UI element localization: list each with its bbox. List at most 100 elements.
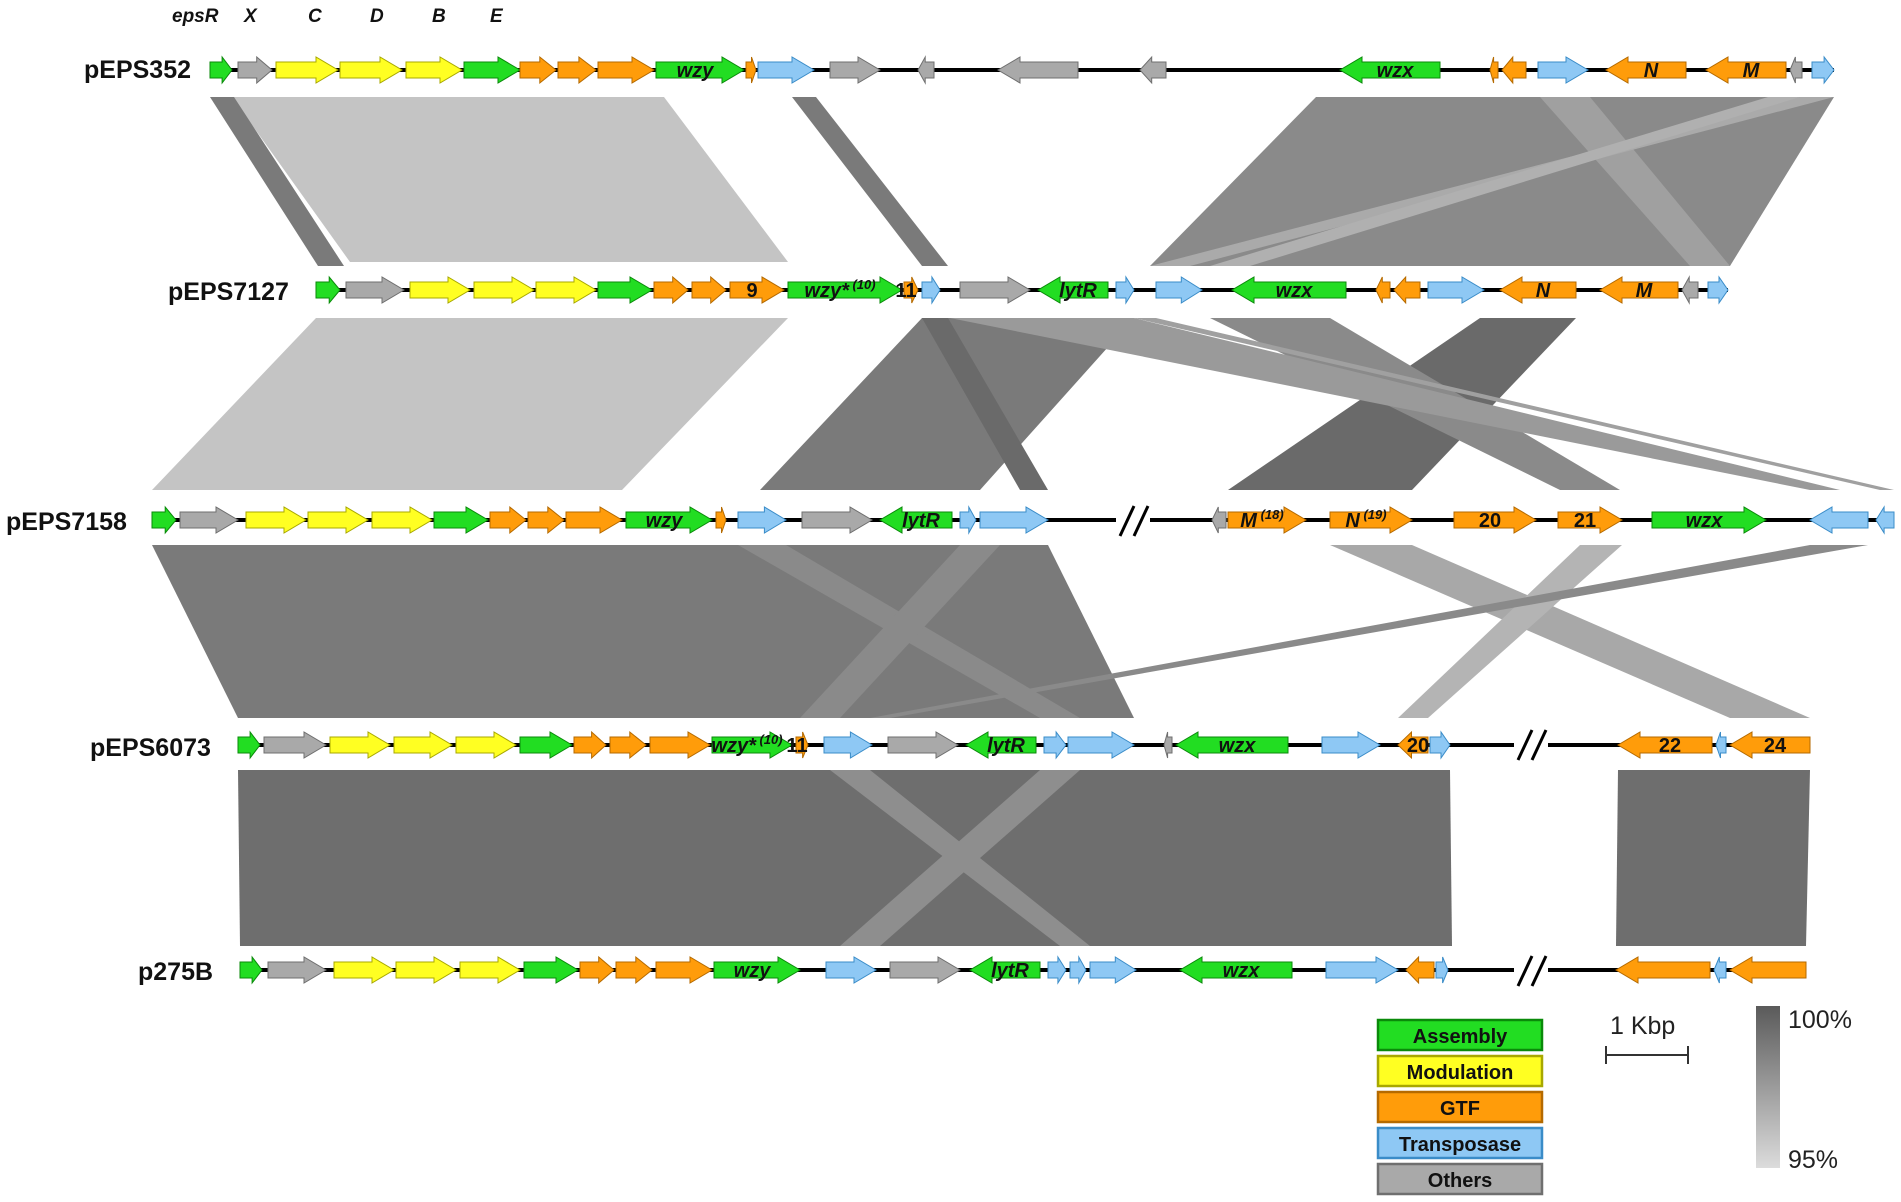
gene-arrow-others: [829, 56, 881, 84]
gene-arrow-gtf: [615, 955, 653, 985]
legend-swatch-gtf: [1376, 1090, 1544, 1124]
gene-arrow-gtf: [565, 506, 623, 534]
gene-label: 24: [1764, 735, 1787, 757]
gene-arrow-gtf: [1393, 275, 1421, 305]
gene-arrow-others: [267, 956, 327, 984]
identity-max-label: 100%: [1788, 1006, 1852, 1034]
gene-arrow-gtf: [745, 56, 757, 84]
gene-arrow-others: [345, 276, 405, 304]
gene-arrow-gtf: [1729, 731, 1811, 759]
similarity-ribbon: [152, 545, 1134, 718]
plasmid-label: p275B: [138, 958, 213, 986]
gene-arrow-assembly: [1651, 506, 1767, 534]
gene-label: M: [1743, 60, 1761, 82]
gene-arrow-gtf: [795, 731, 809, 759]
plasmid-label: pEPS6073: [90, 734, 211, 762]
legend-swatch-transposase: [1376, 1126, 1544, 1160]
gene-arrow-gtf: [597, 56, 655, 84]
gene-arrow-others: [263, 731, 327, 759]
legend-swatch-modulation: [1376, 1054, 1544, 1088]
gene-arrow-gtf: [655, 956, 713, 984]
gene-arrow-assembly: [1231, 276, 1347, 304]
gene-arrow-transposase: [1715, 731, 1727, 759]
gene-arrow-assembly: [239, 955, 263, 985]
gene-arrow-gtf: [691, 275, 727, 305]
plasmid-labels: pEPS352 pEPS7127 pEPS7158 pEPS6073 p275B: [6, 56, 289, 986]
gene-arrow-modulation: [275, 56, 339, 84]
gene-arrow-gtf: [1405, 955, 1435, 985]
similarity-ribbon: [1134, 318, 1894, 490]
top-gene-label: E: [490, 6, 504, 27]
gene-arrow-others: [237, 55, 273, 85]
gene-arrow-assembly: [523, 956, 579, 984]
similarity-ribbon: [152, 318, 788, 490]
gene-arrow-transposase: [823, 731, 873, 759]
gene-arrow-gtf: [729, 276, 785, 304]
similarity-ribbon: [792, 97, 948, 266]
gene-arrow-others: [179, 506, 239, 534]
similarity-ribbon: [238, 770, 1452, 946]
gene-arrow-others: [801, 506, 873, 534]
gene-arrow-gtf: [1501, 55, 1527, 85]
plasmid-label: pEPS7127: [168, 278, 289, 306]
gene-arrow-gtf: [715, 506, 727, 534]
gene-arrow-assembly: [151, 505, 177, 535]
gene-arrow-gtf: [653, 275, 689, 305]
gene-arrow-transposase: [1155, 276, 1203, 304]
gene-arrow-gtf: [1615, 956, 1711, 984]
gene-arrow-transposase: [1811, 55, 1835, 85]
gene-label: wzx: [1219, 735, 1257, 757]
gene-arrow-transposase: [1713, 956, 1727, 984]
gene-arrow-assembly: [711, 731, 793, 759]
gene-label: 21: [1574, 510, 1596, 532]
gene-arrow-transposase: [959, 505, 977, 535]
gene-arrow-gtf: [1499, 276, 1577, 304]
gene-arrow-transposase: [979, 506, 1049, 534]
similarity-ribbon: [1540, 97, 1730, 266]
gene-arrow-gtf: [1617, 731, 1713, 759]
gene-label: 20: [1479, 510, 1501, 532]
gene-arrow-transposase: [921, 275, 941, 305]
gene-label: 11: [895, 280, 916, 302]
similarity-ribbon: [232, 97, 788, 262]
gene-arrow-modulation: [393, 731, 453, 759]
gene-arrow-transposase: [1809, 506, 1869, 534]
gene-label: wzy: [677, 60, 715, 82]
gene-arrow-transposase: [1047, 955, 1067, 985]
plasmid-label: pEPS352: [84, 56, 191, 84]
gene-label: 9: [746, 280, 757, 302]
gene-arrow-assembly: [237, 730, 261, 760]
gene-label: wzx: [1223, 960, 1261, 982]
gene-arrow-transposase: [1115, 275, 1135, 305]
similarity-ribbon: [950, 318, 1840, 490]
gene-arrow-others: [1789, 56, 1803, 84]
gene-label: N: [1536, 280, 1551, 302]
gene-arrow-transposase: [757, 56, 815, 84]
gene-arrow-transposase: [1875, 505, 1895, 535]
gene-arrow-gtf: [579, 955, 615, 985]
gene-arrow-gtf: [1375, 276, 1391, 304]
gene-arrow-others: [1211, 506, 1227, 534]
gene-arrow-gtf: [489, 505, 527, 535]
gene-arrow-gtf: [609, 730, 647, 760]
legend-label-others: Others: [1428, 1170, 1492, 1192]
similarity-ribbon: [830, 770, 1090, 946]
similarity-ribbon: [760, 318, 1134, 490]
gene-label: N: [1644, 60, 1659, 82]
similarity-ribbon: [1616, 770, 1810, 946]
top-gene-label: X: [243, 6, 258, 27]
gene-arrow-others: [887, 731, 959, 759]
similarity-ribbon: [870, 545, 1868, 718]
gene-label: wzx: [1377, 60, 1415, 82]
legend-label-modulation: Modulation: [1407, 1062, 1514, 1084]
gene-arrow-gtf: [1599, 276, 1679, 304]
gene-label: wzy* (10): [804, 277, 875, 302]
gene-arrow-assembly: [969, 956, 1041, 984]
similarity-ribbon: [922, 318, 1048, 490]
axis-break-mark: [1514, 955, 1548, 987]
gene-arrow-transposase: [1435, 956, 1449, 984]
similarity-ribbons: [152, 97, 1894, 946]
gene-arrow-transposase: [1707, 275, 1729, 305]
